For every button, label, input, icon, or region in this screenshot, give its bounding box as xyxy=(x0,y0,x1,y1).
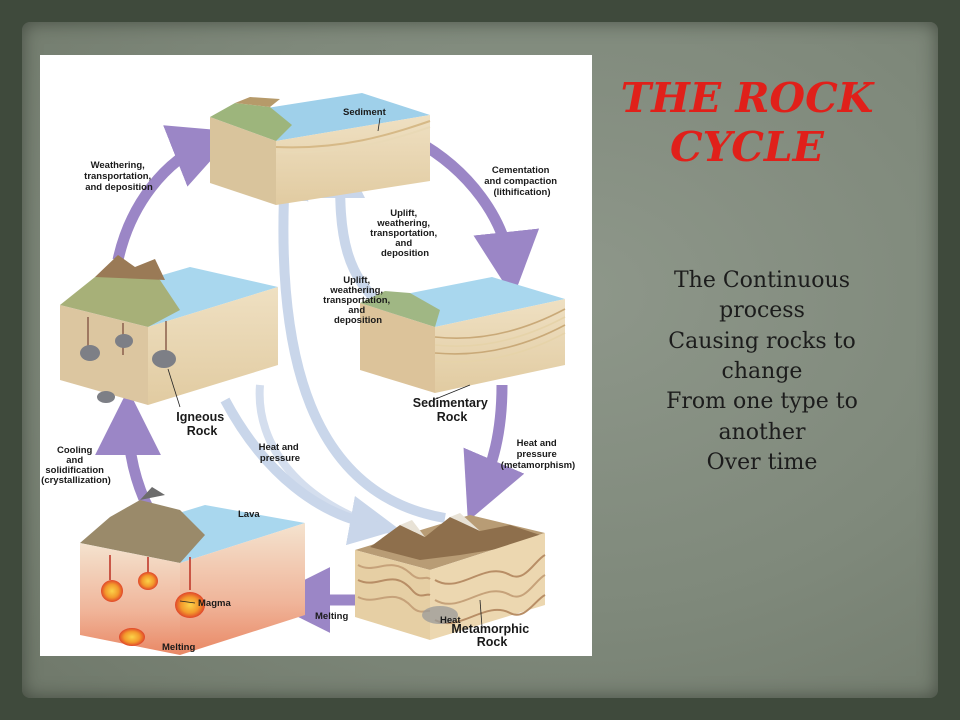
body-line: The Continuous xyxy=(673,268,851,293)
body-line: change xyxy=(721,359,803,385)
magma-leader xyxy=(179,600,196,604)
body-line: process xyxy=(719,298,805,324)
uplift-label-inner: Uplift, weathering, transportation, and … xyxy=(370,208,440,259)
melting-arrow-label: Melting xyxy=(315,611,348,622)
metamorphic-label: Metamorphic Rock xyxy=(451,622,532,649)
weathering-label: Weathering, transportation, and depositi… xyxy=(84,160,154,193)
sediment-label: Sediment xyxy=(343,107,387,118)
slide-title: THE ROCK CYCLE xyxy=(612,74,882,172)
rock-cycle-diagram: Sediment Weathering, transportation, and… xyxy=(40,55,592,656)
body-line: Causing rocks to xyxy=(668,328,856,354)
heat-label: Heat xyxy=(440,615,461,626)
body-line: Over time xyxy=(706,450,818,476)
melting-label: Melting xyxy=(162,642,195,653)
magma-block xyxy=(80,487,305,655)
cooling-label: Cooling and solidification (crystallizat… xyxy=(41,445,111,486)
sediment-block xyxy=(210,93,431,205)
title-line: CYCLE xyxy=(670,123,824,172)
uplift-label-outer: Uplift, weathering, transportation, and … xyxy=(323,275,393,326)
metamorphic-block xyxy=(355,513,546,640)
diagram-svg: Sediment Weathering, transportation, and… xyxy=(41,93,575,655)
body-line: another xyxy=(718,419,806,445)
sediment-leader xyxy=(377,117,381,132)
sedimentary-label: Sedimentary Rock xyxy=(413,396,492,424)
cementation-label: Cementation and compaction (lithificatio… xyxy=(484,165,559,198)
body-line: From one type to xyxy=(666,389,858,415)
igneous-label: Igneous Rock xyxy=(176,410,227,438)
metamorphism-arrow xyxy=(463,384,525,522)
title-line: THE ROCK xyxy=(620,74,874,122)
sedimentary-block xyxy=(360,277,566,393)
magma-label: Magma xyxy=(198,598,231,609)
heat-pressure-meta-label: Heat and pressure (metamorphism) xyxy=(501,438,575,471)
metamorphic-leader xyxy=(479,599,483,628)
lava-label: Lava xyxy=(238,509,260,520)
sediment-to-metamorphic-arrow xyxy=(255,384,392,534)
igneous-leader xyxy=(167,368,181,408)
slide-body: The Continuous process Causing rocks to … xyxy=(642,266,882,479)
weathering-arrow xyxy=(112,125,237,262)
igneous-block xyxy=(60,255,278,405)
sedimentary-leader xyxy=(432,384,471,401)
heat-pressure-inner-label: Heat and pressure xyxy=(259,442,302,464)
cementation-arrow xyxy=(412,135,540,298)
